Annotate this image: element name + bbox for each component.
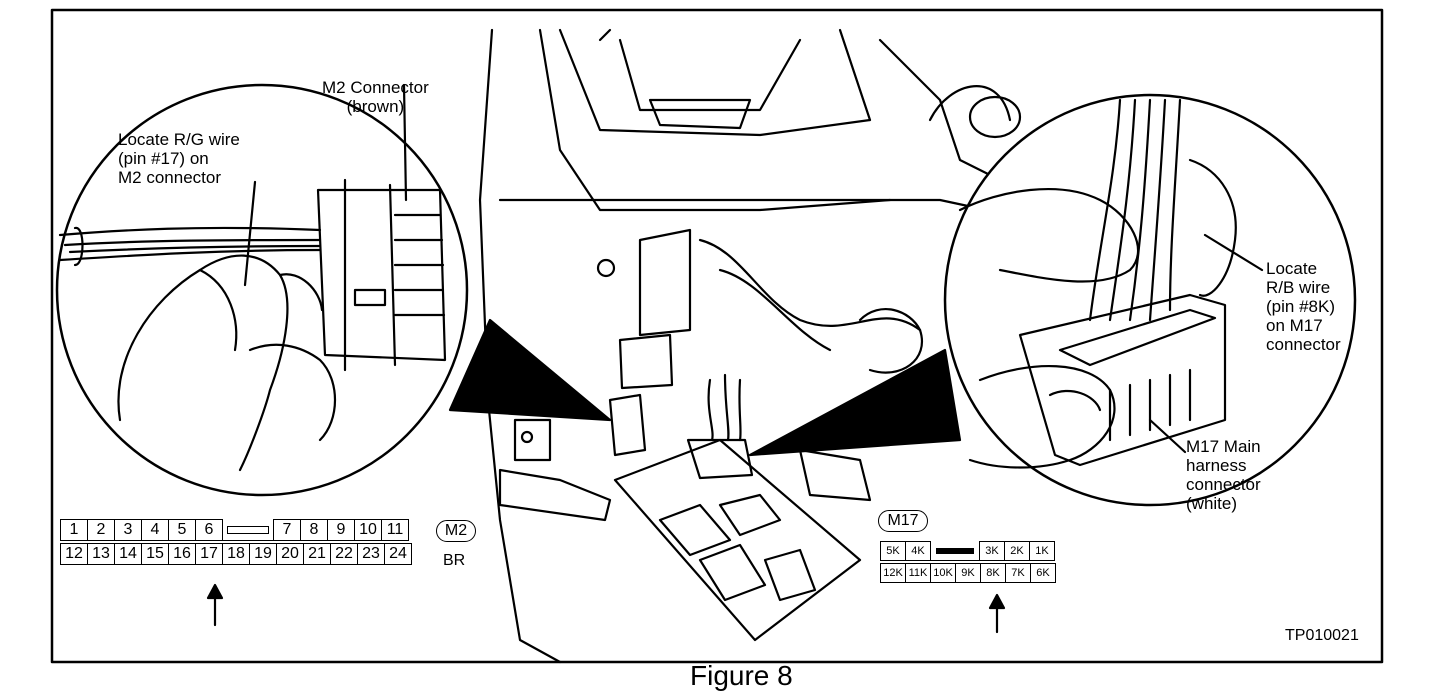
m17-pin: 7K <box>1005 563 1031 583</box>
m2-pin: 16 <box>168 543 196 565</box>
m2-badge: M2 <box>436 520 476 542</box>
m2-pin: 12 <box>60 543 88 565</box>
figure-frame <box>50 8 1384 664</box>
m2-pin: 18 <box>222 543 250 565</box>
m17-pin: 3K <box>979 541 1005 561</box>
m2-pinout-top-row: 1 2 3 4 5 6 7 8 9 10 11 <box>60 519 409 541</box>
m17-magnified-view <box>943 93 1357 507</box>
locate-rb-wire-label: Locate R/B wire (pin #8K) on M17 connect… <box>1266 259 1341 354</box>
m17-main-harness-label: M17 Main harness connector (white) <box>1186 437 1261 513</box>
m2-pin: 3 <box>114 519 142 541</box>
m2-pin: 6 <box>195 519 223 541</box>
m17-pin: 12K <box>880 563 906 583</box>
m2-pin: 1 <box>60 519 88 541</box>
m2-pin: 14 <box>114 543 142 565</box>
m17-pinout-bottom-row: 12K 11K 10K 9K 8K 7K 6K <box>880 563 1056 583</box>
m2-pin: 19 <box>249 543 277 565</box>
m2-pin: 8 <box>300 519 328 541</box>
figure-caption: Figure 8 <box>690 660 793 691</box>
m17-pin: 6K <box>1030 563 1056 583</box>
m2-key-gap <box>222 519 274 541</box>
figure-code: TP010021 <box>1285 627 1359 644</box>
m17-key-gap <box>930 541 980 561</box>
m17-pinout-top-row: 5K 4K 3K 2K 1K <box>880 541 1055 561</box>
m17-pin: 9K <box>955 563 981 583</box>
m17-pin: 5K <box>880 541 906 561</box>
m2-magnified-view <box>55 83 469 497</box>
m2-pin: 23 <box>357 543 385 565</box>
locate-rg-wire-label: Locate R/G wire (pin #17) on M2 connecto… <box>118 130 240 187</box>
m17-pin: 2K <box>1004 541 1030 561</box>
m2-connector-label: M2 Connector (brown) <box>322 78 429 116</box>
m2-pin: 21 <box>303 543 331 565</box>
m2-pin: 2 <box>87 519 115 541</box>
m2-pin-highlighted: 17 <box>195 543 223 565</box>
m17-pin: 11K <box>905 563 931 583</box>
m17-badge: M17 <box>878 510 928 532</box>
m17-pin: 4K <box>905 541 931 561</box>
m2-pinout-bottom-row: 12 13 14 15 16 17 18 19 20 21 22 23 24 <box>60 543 412 565</box>
m2-pin: 24 <box>384 543 412 565</box>
m2-color-code: BR <box>443 552 466 569</box>
m2-pin: 15 <box>141 543 169 565</box>
m17-pin: 10K <box>930 563 956 583</box>
m2-pin: 20 <box>276 543 304 565</box>
m2-pin: 13 <box>87 543 115 565</box>
m2-pin: 9 <box>327 519 355 541</box>
m2-pin: 22 <box>330 543 358 565</box>
m2-pin: 10 <box>354 519 382 541</box>
m17-pin: 1K <box>1029 541 1055 561</box>
m17-pin-highlighted: 8K <box>980 563 1006 583</box>
m2-pin: 5 <box>168 519 196 541</box>
m2-pin: 11 <box>381 519 409 541</box>
m2-pin: 7 <box>273 519 301 541</box>
m2-pin: 4 <box>141 519 169 541</box>
